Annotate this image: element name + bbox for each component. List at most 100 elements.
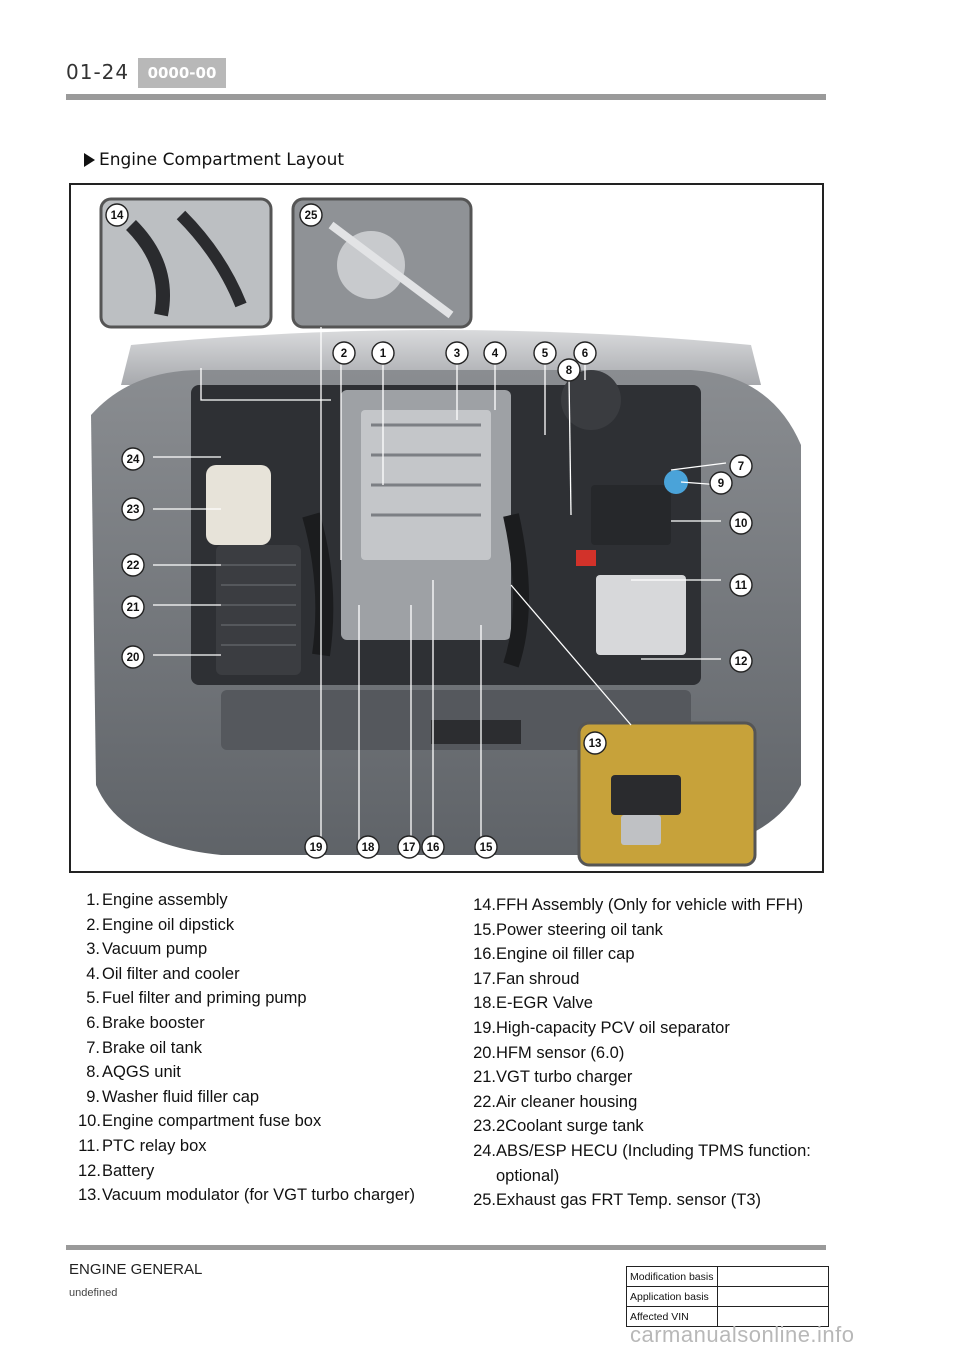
revision-label: Modification basis [626,1266,718,1287]
callout-9: 9 [709,471,733,495]
legend-item: 10.Engine compartment fuse box [78,1109,458,1134]
legend-number: 12. [78,1161,101,1180]
coolant-tank [206,465,271,545]
callout-12: 12 [729,649,753,673]
legend-text: FFH Assembly (Only for vehicle with FFH) [496,896,804,914]
legend-item: 18.E-EGR Valve [471,991,841,1016]
legend-number: 2. [86,915,100,934]
legend-text: PTC relay box [102,1136,207,1155]
callout-8: 8 [557,358,581,382]
legend-text: Fuel filter and priming pump [102,989,307,1008]
legend-number: 6. [86,1013,100,1032]
legend-number: 24. [473,1141,496,1160]
leader-lines [153,327,727,845]
legend-number: 22. [473,1092,496,1111]
callout-23: 23 [121,497,145,521]
legend-number: 11. [78,1136,100,1155]
legend-number: 16. [473,945,496,964]
legend-number: 3. [86,940,100,959]
callout-label: 24 [127,454,140,466]
section-heading-text: Engine Compartment Layout [99,150,345,170]
legend-number: 7. [86,1038,100,1057]
legend-item: 14.FFH Assembly (Only for vehicle with F… [471,893,841,918]
legend-right-column: 14.FFH Assembly (Only for vehicle with F… [471,893,841,1213]
legend-text: Engine oil filler cap [496,945,635,964]
play-triangle-icon [84,153,95,167]
legend-text: E-EGR Valve [496,994,593,1013]
battery [596,575,686,655]
legend-item: 9.Washer fluid filler cap [78,1085,458,1110]
legend-item: 5.Fuel filter and priming pump [78,986,458,1011]
watermark: carmanualsonline.info [630,1322,855,1347]
legend-number: 8. [86,1063,100,1082]
legend-item: 16.Engine oil filler cap [471,942,841,967]
legend-item: 25.Exhaust gas FRT Temp. sensor (T3) [471,1188,841,1213]
callout-label: 7 [738,461,744,473]
legend-number: 23. [473,1117,496,1136]
legend-text: Vacuum modulator (for VGT turbo charger) [102,1186,416,1205]
callout-label: 12 [735,656,748,668]
callout-16: 16 [421,835,445,859]
legend-text: Power steering oil tank [496,920,663,939]
callout-15: 15 [474,835,498,859]
legend-number: 5. [86,989,100,1008]
callout-24: 24 [121,447,145,471]
legend-item: 4.Oil filter and cooler [78,962,458,987]
callout-label: 25 [305,210,318,222]
legend-item: 21.VGT turbo charger [471,1065,841,1090]
callout-label: 13 [589,738,602,750]
callout-label: 16 [427,842,440,854]
legend-item: 20.HFM sensor (6.0) [471,1041,841,1066]
callout-13: 13 [583,731,607,755]
callout-5: 5 [533,341,557,365]
revision-table: Modification basis Application basis Aff… [626,1266,829,1327]
legend-item: 22.Air cleaner housing [471,1090,841,1115]
callout-label: 2 [341,348,347,360]
legend-text: ABS/ESP HECU (Including TPMS function: [496,1141,811,1160]
legend-text: Engine oil dipstick [102,915,235,934]
revision-value [717,1286,829,1307]
callout-19: 19 [304,835,328,859]
revision-label: Application basis [626,1286,718,1307]
legend-number: 13. [78,1186,101,1205]
legend-number: 15. [473,920,496,939]
callout-label: 10 [735,518,748,530]
callout-25: 25 [299,203,323,227]
legend-text: Engine assembly [102,891,228,909]
legend-text: Vacuum pump [102,940,208,959]
legend-item: optional) [471,1164,841,1189]
callout-22: 22 [121,553,145,577]
legend-item: 17.Fan shroud [471,967,841,992]
fuse-box [591,485,671,545]
legend-item: 23.2Coolant surge tank [471,1114,841,1139]
legend-number: 1. [86,891,100,909]
revision-row: Affected VIN [626,1306,829,1327]
legend-item: 24.ABS/ESP HECU (Including TPMS function… [471,1139,841,1164]
legend-number: 17. [473,969,496,988]
legend-text: Fan shroud [496,969,580,988]
callout-label: 4 [492,348,499,360]
legend-text: Oil filter and cooler [102,964,240,983]
callout-6: 6 [573,341,597,365]
callout-11: 11 [729,573,753,597]
legend-text: Brake oil tank [102,1038,202,1057]
legend-number: 19. [473,1018,496,1037]
legend-text: Battery [102,1161,155,1180]
legend-number: 4. [86,964,100,983]
legend-item: 8.AQGS unit [78,1060,458,1085]
legend-number: 14. [473,896,496,914]
callout-label: 6 [582,348,588,360]
legend-text: AQGS unit [102,1063,181,1082]
callout-label: 8 [566,365,573,377]
page-number: 01-24 [66,60,130,84]
revision-value [717,1306,829,1327]
legend-text: High-capacity PCV oil separator [496,1018,730,1037]
footer-subtitle: undefined [69,1287,118,1299]
revision-value [717,1266,829,1287]
callout-label: 11 [735,580,748,592]
legend-text: Exhaust gas FRT Temp. sensor (T3) [496,1191,762,1210]
revision-row: Modification basis [626,1266,829,1287]
